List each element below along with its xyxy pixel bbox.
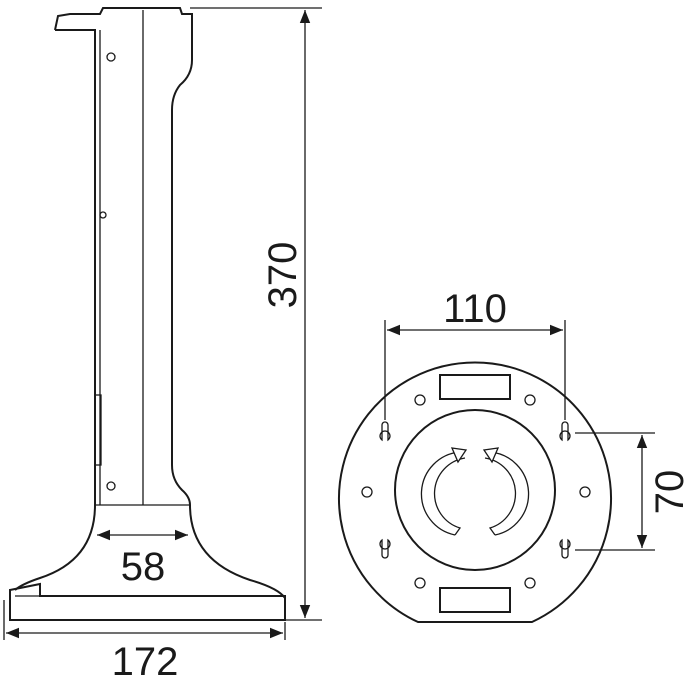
base-width-label: 172	[112, 640, 179, 684]
bottom-view-plate	[338, 361, 612, 623]
height-label: 370	[261, 242, 305, 309]
column-left-edge	[55, 29, 96, 505]
base-plate	[9, 582, 286, 621]
rotate-arrows-icon	[420, 447, 530, 536]
horizontal-spacing-label: 110	[443, 287, 507, 331]
column-width-label: 58	[121, 545, 166, 589]
centre-opening	[394, 409, 556, 571]
dimension-horizontal-holes: 110	[384, 287, 566, 420]
dimension-base-width: 172	[3, 600, 286, 684]
dimension-vertical-holes: 70	[575, 432, 692, 551]
side-view-bracket	[9, 7, 286, 621]
screw-icons	[361, 394, 591, 589]
vertical-spacing-label: 70	[648, 470, 692, 515]
top-cap	[54, 7, 193, 60]
top-slot	[439, 374, 511, 400]
base-flare-right	[189, 504, 286, 599]
side-slot	[94, 394, 102, 466]
plate-outline	[338, 361, 612, 623]
keyhole-icons	[379, 421, 571, 559]
column-right-profile	[171, 59, 193, 506]
dimension-height: 370	[190, 7, 322, 621]
bottom-slot	[439, 587, 511, 613]
screw-hole	[99, 211, 107, 219]
base-flare-left	[14, 504, 96, 591]
screw-hole	[106, 52, 116, 62]
screw-hole	[106, 481, 116, 491]
dimension-column-width: 58	[97, 529, 188, 589]
